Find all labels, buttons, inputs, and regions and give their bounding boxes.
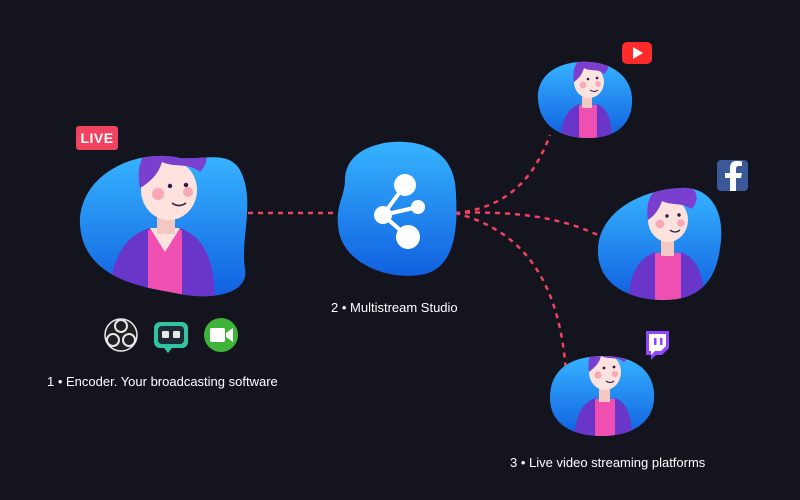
streamer-avatar (108, 155, 215, 297)
streamlabs-icon (154, 322, 188, 353)
studio-step-label: 2 • Multistream Studio (331, 300, 458, 315)
connector-studio-youtube (454, 134, 552, 215)
facebook-avatar (628, 187, 704, 300)
facebook-icon (717, 160, 748, 191)
encoder-step-label: 1 • Encoder. Your broadcasting software (47, 374, 278, 389)
connector-studio-twitch (454, 211, 568, 373)
facebook-streamer-blob (597, 187, 722, 300)
main-streamer-blob (79, 155, 248, 297)
youtube-streamer-blob (537, 61, 633, 139)
twitch-icon (646, 331, 669, 360)
youtube-icon (622, 42, 652, 64)
twitch-streamer-blob (550, 356, 655, 436)
obs-icon (104, 318, 138, 352)
facetime-icon (204, 318, 238, 352)
twitch-avatar (574, 356, 632, 436)
live-badge: LIVE (76, 126, 118, 150)
platforms-step-label: 3 • Live video streaming platforms (510, 455, 706, 470)
share-icon (374, 174, 425, 249)
connector-studio-facebook (454, 211, 601, 238)
youtube-avatar (560, 61, 612, 139)
multistream-studio-blob (337, 141, 457, 276)
